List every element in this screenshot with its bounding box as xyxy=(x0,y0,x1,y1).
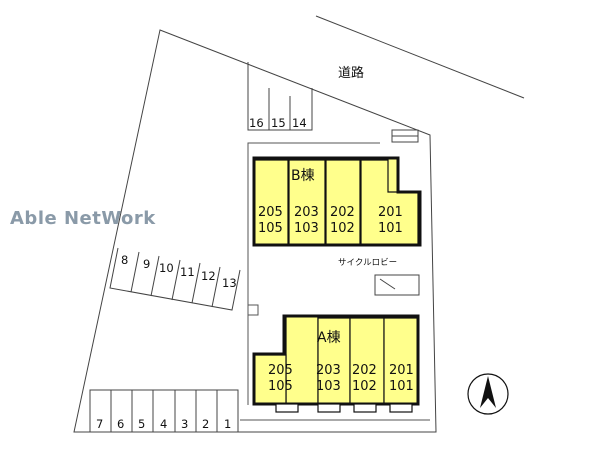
walkway-edge xyxy=(240,330,430,421)
unit-a-103: 103 xyxy=(316,379,341,394)
parking-space-9: 9 xyxy=(143,257,150,271)
north-arrow-icon xyxy=(467,373,509,415)
steps-b xyxy=(391,129,419,143)
parking-space-7: 7 xyxy=(96,417,103,431)
parking-group-bottom: 7 6 5 4 3 2 1 xyxy=(89,389,239,432)
parking-space-15: 15 xyxy=(271,116,286,130)
road-label: 道路 xyxy=(338,65,364,81)
building-b: B棟 205 105 203 103 202 102 201 101 xyxy=(252,156,422,247)
unit-a-102: 102 xyxy=(352,379,377,394)
unit-a-105: 105 xyxy=(268,379,293,394)
unit-a-101: 101 xyxy=(389,379,414,394)
unit-a-201: 201 xyxy=(389,363,414,378)
lot-boundary xyxy=(73,29,437,433)
walkway-outline xyxy=(247,142,380,330)
unit-b-102: 102 xyxy=(330,221,355,236)
parking-space-4: 4 xyxy=(160,417,167,431)
unit-b-105: 105 xyxy=(258,221,283,236)
watermark-logo: Able NetWork xyxy=(10,208,156,229)
unit-b-202: 202 xyxy=(330,205,355,220)
parking-space-2: 2 xyxy=(202,417,209,431)
parking-space-13: 13 xyxy=(222,276,237,290)
road-edge-line xyxy=(315,15,525,99)
unit-b-203: 203 xyxy=(294,205,319,220)
cycle-lobby xyxy=(374,274,420,296)
parking-space-10: 10 xyxy=(159,261,174,275)
parking-space-14: 14 xyxy=(292,116,307,130)
unit-a-205: 205 xyxy=(268,363,293,378)
unit-b-101: 101 xyxy=(378,221,403,236)
building-a-name: A棟 xyxy=(317,330,341,346)
building-a-outline xyxy=(252,314,420,406)
parking-space-8: 8 xyxy=(121,253,128,267)
cycle-lobby-label: サイクルロビー xyxy=(338,258,397,268)
unit-a-203: 203 xyxy=(316,363,341,378)
parking-group-top: 16 15 14 xyxy=(247,62,313,131)
parking-space-5: 5 xyxy=(138,417,145,431)
unit-b-103: 103 xyxy=(294,221,319,236)
parking-space-6: 6 xyxy=(117,417,124,431)
parking-space-1: 1 xyxy=(224,417,231,431)
parking-space-16: 16 xyxy=(249,116,264,130)
building-b-name: B棟 xyxy=(291,168,315,184)
unit-a-202: 202 xyxy=(352,363,377,378)
building-a: A棟 205 105 203 103 202 102 201 101 xyxy=(252,314,420,413)
unit-b-205: 205 xyxy=(258,205,283,220)
parking-space-11: 11 xyxy=(180,265,195,279)
parking-group-left: 8 9 10 11 12 13 xyxy=(109,247,241,311)
unit-b-201: 201 xyxy=(378,205,403,220)
parking-space-3: 3 xyxy=(181,417,188,431)
parking-space-12: 12 xyxy=(201,269,216,283)
